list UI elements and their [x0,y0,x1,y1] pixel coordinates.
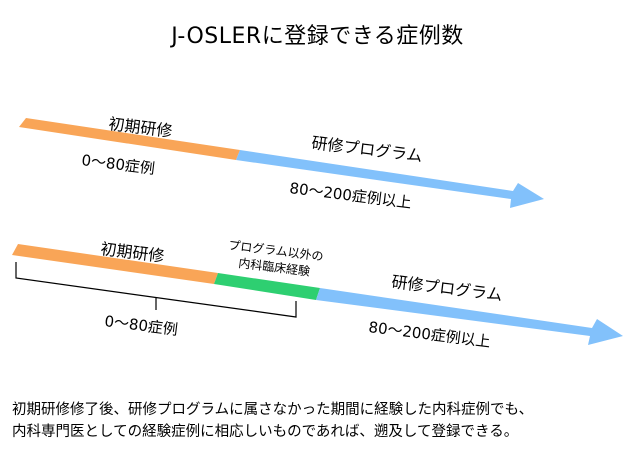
program-arrow [236,150,544,208]
explanation-text: 初期研修修了後、研修プログラムに属さなかった期間に経験した内科症例でも、 内科専… [12,399,627,443]
caption-line-1: 初期研修修了後、研修プログラムに属さなかった期間に経験した内科症例でも、 [12,402,534,418]
d1-program-count: 80〜200症例以上 [289,179,413,212]
d2-program-count: 80〜200症例以上 [368,318,492,351]
d1-initial-count: 0〜80症例 [81,151,156,178]
diagram-1: 初期研修 0〜80症例 研修プログラム 80〜200症例以上 [19,114,544,212]
caption-line-2: 内科専門医としての経験症例に相応しいものであれば、遡及して登録できる。 [12,424,519,440]
d1-program-label: 研修プログラム [311,133,424,165]
outside-program-band [214,273,320,300]
d2-bracket-count: 0〜80症例 [104,312,179,339]
program-arrow-2 [316,288,623,345]
initial-training-band-2 [12,244,218,284]
duration-bracket [15,262,297,318]
page-title: J-OSLERに登録できる症例数 [171,24,464,49]
d2-program-label: 研修プログラム [391,272,504,304]
initial-training-band [19,118,240,160]
diagram-2: 初期研修 プログラム以外の 内科臨床経験 0〜80症例 研修プログラム 80〜2… [12,238,623,351]
